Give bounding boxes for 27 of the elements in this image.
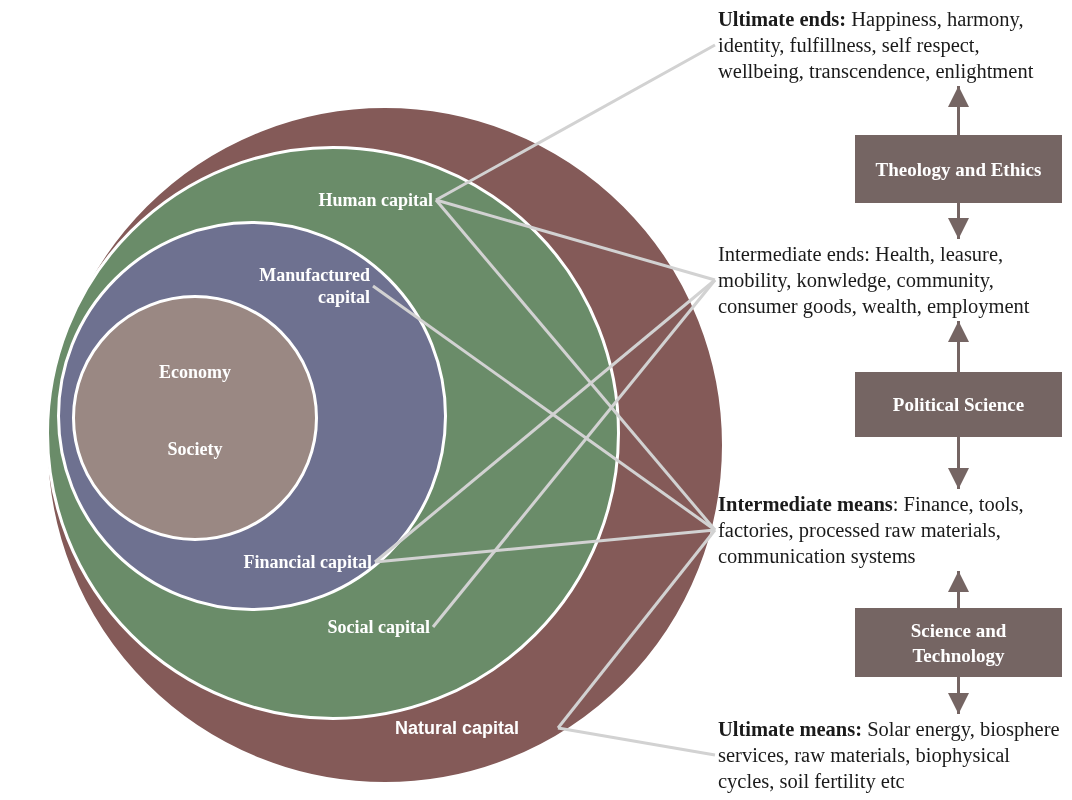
description-text: Ultimate means: Solar energy, biosphere services, raw materials, biophysical cycles, soil fertility etc (718, 716, 1070, 794)
circle-label: Society (166, 438, 224, 460)
arrow (948, 203, 969, 239)
circle-label: Human capital (278, 189, 433, 211)
connector-line (434, 199, 717, 531)
circle-label: Manufactured capital (220, 264, 370, 308)
description-text: Intermediate ends: Health, leasure, mobility, konwledge, community, consumer goods, wealth, employment (718, 241, 1070, 319)
discipline-box: Theology and Ethics (855, 135, 1062, 203)
circle-label: Financial capital (200, 551, 372, 573)
arrow (948, 321, 969, 372)
connector-line (435, 198, 716, 282)
arrow (948, 437, 969, 489)
connector-line (556, 529, 717, 729)
connector-line (557, 726, 716, 757)
connector-line (374, 528, 716, 564)
connector-line (431, 279, 717, 628)
circle-label: Economy (158, 361, 232, 383)
description-text: Ultimate ends: Happiness, harmony, identity, fulfillness, self respect, wellbeing, transcendence, enlightment (718, 6, 1070, 84)
discipline-box: Science and Technology (855, 608, 1062, 677)
circle-label: Natural capital (395, 717, 555, 739)
circle-label: Social capital (290, 616, 430, 638)
connector-line (435, 43, 716, 202)
description-text: Intermediate means: Finance, tools, factories, processed raw materials, communication systems (718, 491, 1070, 569)
discipline-box: Political Science (855, 372, 1062, 437)
arrow (948, 86, 969, 135)
arrow (948, 677, 969, 714)
arrow (948, 571, 969, 608)
